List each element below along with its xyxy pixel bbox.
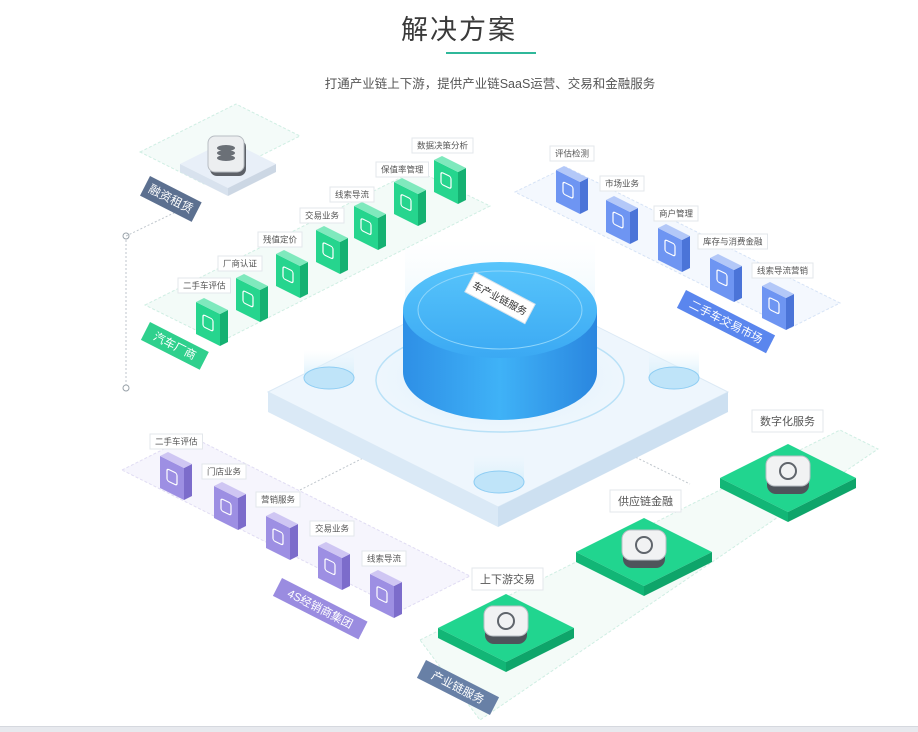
dealer-item-icon (160, 452, 192, 500)
svg-text:营销服务: 营销服务 (261, 495, 296, 505)
chain-platform (720, 444, 856, 522)
svg-text:残值定价: 残值定价 (263, 235, 298, 245)
market-item-label: 库存与消费金融 (697, 233, 768, 250)
market-item-icon (710, 254, 742, 302)
dealer-item-icon (318, 542, 350, 590)
chain-item-label: 数字化服务 (751, 409, 824, 433)
chain-item-label: 供应链金融 (609, 489, 682, 513)
oem-item-icon (196, 298, 228, 346)
oem-banner: 汽车厂商 (140, 322, 209, 370)
svg-text:二手车评估: 二手车评估 (183, 281, 226, 291)
market-item-label: 商户管理 (653, 205, 699, 222)
market-item-label: 评估检测 (549, 145, 595, 162)
dealer-item-label: 门店业务 (201, 463, 247, 480)
dealer-item-label: 线索导流 (361, 550, 407, 567)
oem-item-label: 线索导流 (329, 186, 375, 203)
dealer-item-label: 交易业务 (309, 520, 355, 537)
bottom-scrollbar[interactable] (0, 726, 918, 732)
oem-item-label: 二手车评估 (177, 277, 231, 294)
oem-item-icon (276, 250, 308, 298)
svg-text:市场业务: 市场业务 (605, 179, 640, 189)
svg-text:二手车评估: 二手车评估 (155, 437, 198, 447)
market-item-label: 市场业务 (599, 175, 645, 192)
svg-text:评估检测: 评估检测 (555, 149, 589, 159)
svg-text:库存与消费金融: 库存与消费金融 (703, 237, 763, 247)
chain-platform (576, 518, 712, 596)
oem-item-icon (316, 226, 348, 274)
svg-text:数字化服务: 数字化服务 (760, 414, 815, 428)
central-platform (266, 240, 730, 527)
oem-item-icon (236, 274, 268, 322)
svg-text:线索导流营销: 线索导流营销 (757, 266, 809, 276)
svg-text:供应链金融: 供应链金融 (618, 494, 673, 508)
market-item-icon (606, 196, 638, 244)
rent-banner: 融资租赁 (140, 176, 202, 222)
oem-item-label: 数据决策分析 (411, 137, 474, 154)
oem-item-label: 残值定价 (257, 231, 303, 248)
svg-text:上下游交易: 上下游交易 (480, 572, 535, 586)
connector-rent (125, 209, 181, 237)
oem-item-label: 保值率管理 (375, 161, 429, 178)
oem-item-icon (434, 156, 466, 204)
svg-text:保值率管理: 保值率管理 (381, 165, 424, 175)
page-title: 解决方案 (401, 15, 517, 45)
dealer-item-icon (370, 570, 402, 618)
market-item-icon (762, 282, 794, 330)
dealer-item-icon (266, 512, 298, 560)
svg-text:门店业务: 门店业务 (207, 467, 242, 477)
oem-item-icon (354, 202, 386, 250)
chain-platform (438, 594, 574, 672)
market-item-icon (556, 166, 588, 214)
svg-text:线索导流: 线索导流 (335, 190, 370, 200)
dealer-item-label: 二手车评估 (149, 433, 203, 450)
oem-item-label: 交易业务 (299, 207, 345, 224)
oem-item-label: 厂商认证 (217, 255, 263, 272)
svg-text:厂商认证: 厂商认证 (223, 259, 258, 269)
rent-icon-block (180, 135, 276, 196)
svg-text:商户管理: 商户管理 (659, 209, 694, 219)
svg-text:线索导流: 线索导流 (367, 554, 402, 564)
market-item-icon (658, 224, 690, 272)
svg-text:4S经销商集团: 4S经销商集团 (285, 586, 355, 631)
market-item-label: 线索导流营销 (751, 262, 814, 279)
oem-item-icon (394, 178, 426, 226)
svg-text:交易业务: 交易业务 (315, 524, 350, 534)
dealer-item-label: 营销服务 (255, 491, 301, 508)
page-subtitle: 打通产业链上下游，提供产业链SaaS运营、交易和金融服务 (324, 77, 656, 91)
chain-item-label: 上下游交易 (471, 567, 544, 591)
svg-text:数据决策分析: 数据决策分析 (417, 141, 469, 151)
dealer-item-icon (214, 482, 246, 530)
dealer-banner: 4S经销商集团 (272, 578, 368, 640)
title-underline (446, 52, 536, 54)
svg-text:交易业务: 交易业务 (305, 211, 340, 221)
